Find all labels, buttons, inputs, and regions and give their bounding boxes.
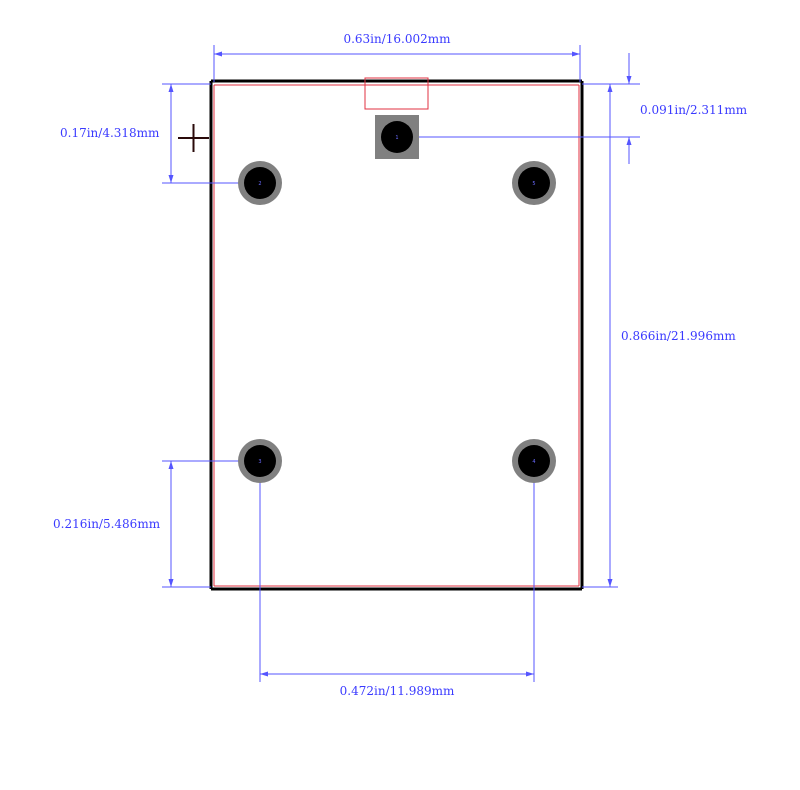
- pin-span-label: 0.472in/11.989mm: [340, 684, 455, 698]
- bottom-pin-row-label: 0.216in/5.486mm: [53, 517, 161, 531]
- svg-text:1: 1: [395, 135, 398, 141]
- pin1-offset-label: 0.091in/2.311mm: [640, 103, 748, 117]
- svg-text:4: 4: [532, 459, 535, 465]
- pad-1: 1: [375, 115, 419, 159]
- silkscreen-outline: [213, 77, 580, 587]
- height-label: 0.866in/21.996mm: [621, 329, 736, 343]
- top-pin-row-label: 0.17in/4.318mm: [60, 126, 160, 140]
- dimension-lines: [162, 45, 640, 682]
- pad-3: 3: [238, 439, 282, 483]
- pad-2: 2: [238, 161, 282, 205]
- pad-4: 4: [512, 439, 556, 483]
- silkscreen-notch: [364, 77, 429, 110]
- svg-text:3: 3: [258, 459, 261, 465]
- width-label: 0.63in/16.002mm: [343, 32, 451, 46]
- pad-5: 5: [512, 161, 556, 205]
- component-outline: [209, 79, 584, 591]
- origin-marker: [178, 124, 209, 152]
- svg-text:2: 2: [258, 181, 261, 187]
- svg-text:5: 5: [532, 181, 535, 187]
